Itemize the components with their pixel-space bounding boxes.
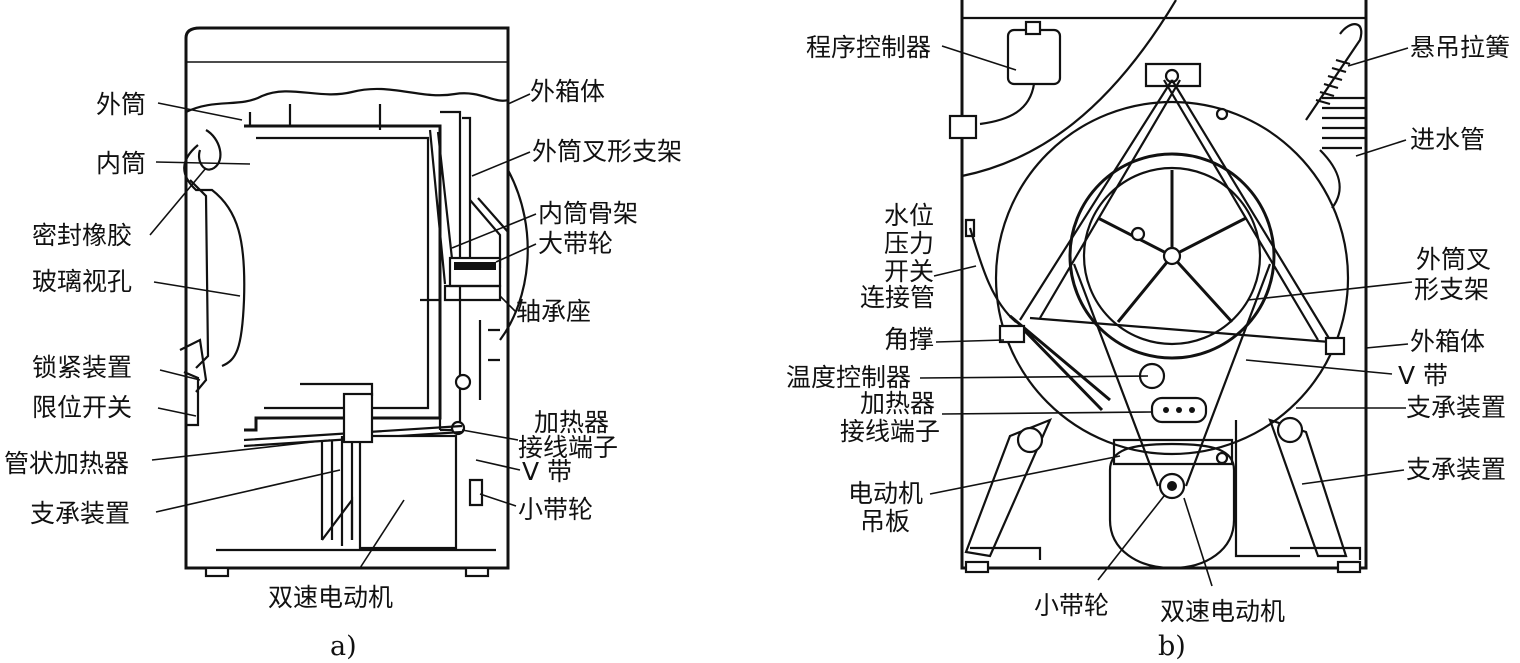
label-motor: 双速电动机 (1160, 597, 1285, 626)
label-bearing-seat: 轴承座 (516, 297, 591, 326)
label-seal-rubber: 密封橡胶 (32, 221, 132, 250)
label-heater-terminal-line2: 接线端子 (840, 417, 940, 446)
label-motor: 双速电动机 (268, 583, 393, 612)
label-lock-device: 锁紧装置 (32, 353, 132, 382)
label-glass-window: 玻璃视孔 (32, 267, 132, 296)
panel-b-drawing (948, 0, 1368, 574)
label-outer-tub-bracket: 外筒叉形支架 (532, 137, 682, 166)
label-tube-heater: 管状加热器 (4, 449, 129, 478)
label-support-device-upper: 支承装置 (1406, 393, 1506, 422)
label-suspension-spring: 悬吊拉簧 (1410, 33, 1510, 62)
label-heater-terminal-line1: 加热器 (534, 408, 609, 437)
label-heater-terminal-line1: 加热器 (860, 389, 935, 418)
label-v-belt: V 带 (1398, 361, 1448, 390)
label-support-device: 支承装置 (30, 499, 130, 528)
label-thermostat: 温度控制器 (786, 363, 911, 392)
panel-a-leaders (149, 93, 537, 569)
label-small-pulley: 小带轮 (518, 495, 593, 524)
label-level-switch-line3: 开关 (884, 257, 934, 286)
label-motor-plate-line2: 吊板 (860, 507, 910, 536)
label-big-pulley: 大带轮 (538, 229, 613, 258)
label-inlet-pipe: 进水管 (1410, 125, 1485, 154)
label-level-switch-line2: 压力 (884, 229, 934, 258)
label-v-belt: V 带 (522, 457, 572, 486)
label-support-device-lower: 支承装置 (1406, 455, 1506, 484)
label-cabinet: 外箱体 (530, 77, 605, 106)
label-connecting-pipe: 连接管 (860, 283, 935, 312)
label-motor-plate-line1: 电动机 (848, 479, 923, 508)
label-program-controller: 程序控制器 (806, 33, 931, 62)
label-small-pulley: 小带轮 (1034, 591, 1109, 620)
label-outer-tub-bracket-line1: 外筒叉 (1416, 245, 1491, 274)
label-outer-tub-bracket-line2: 形支架 (1414, 275, 1489, 304)
label-outer-tub: 外筒 (96, 90, 146, 119)
label-limit-switch: 限位开关 (32, 393, 132, 422)
caption-b: b) (1158, 631, 1186, 662)
panel-a-drawing (179, 26, 529, 578)
label-inner-tub: 内筒 (96, 149, 146, 178)
label-cabinet: 外箱体 (1410, 327, 1485, 356)
label-heater-terminal-line2: 接线端子 (518, 433, 618, 462)
panel-a-labels: 外筒 内筒 密封橡胶 玻璃视孔 锁紧装置 限位开关 管状加热器 支承装置 外箱体… (4, 77, 682, 662)
label-corner-brace: 角撑 (884, 325, 934, 354)
panel-b-leaders (919, 45, 1413, 587)
label-level-switch-line1: 水位 (884, 201, 934, 230)
caption-a: a) (330, 631, 357, 662)
label-inner-tub-frame: 内筒骨架 (538, 199, 638, 228)
panel-b-labels: 程序控制器 悬吊拉簧 进水管 水位 压力 开关 连接管 角撑 温度控制器 加热器… (786, 33, 1510, 662)
